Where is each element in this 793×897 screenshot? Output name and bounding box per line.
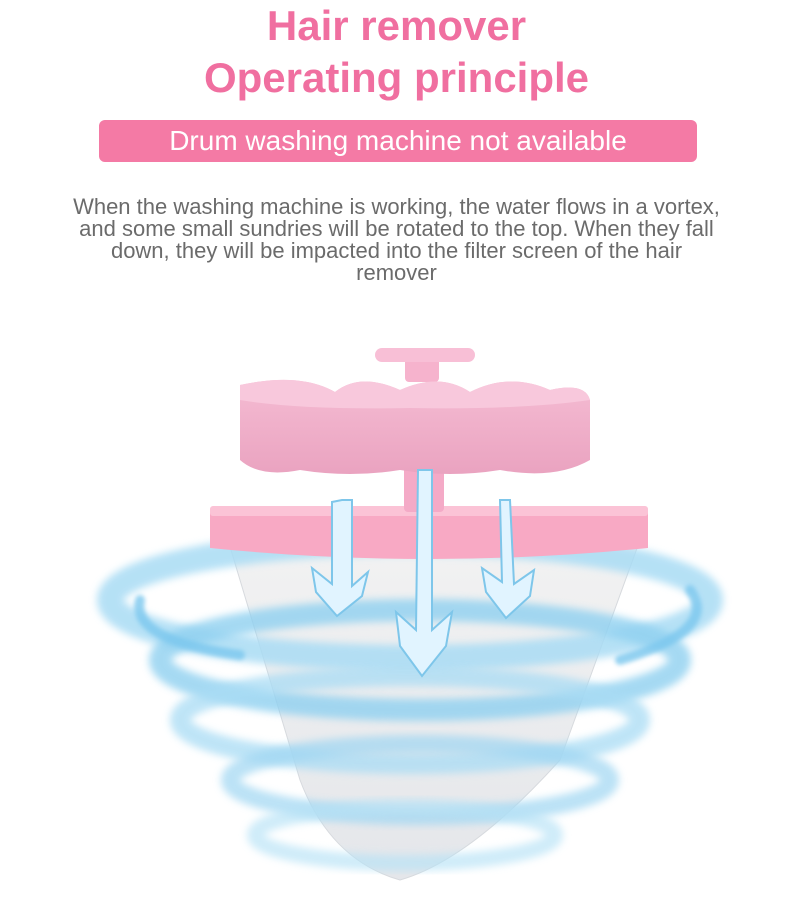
flower-sponge-icon	[240, 348, 590, 474]
banner-drum-unavailable: Drum washing machine not available	[99, 120, 697, 162]
title-operating-principle: Operating principle	[203, 54, 590, 101]
description-text: When the washing machine is working, the…	[73, 194, 720, 285]
title-hair-remover: Hair remover	[266, 2, 527, 49]
hair-remover-illustration	[97, 348, 723, 881]
down-arrow-icon	[310, 469, 536, 678]
